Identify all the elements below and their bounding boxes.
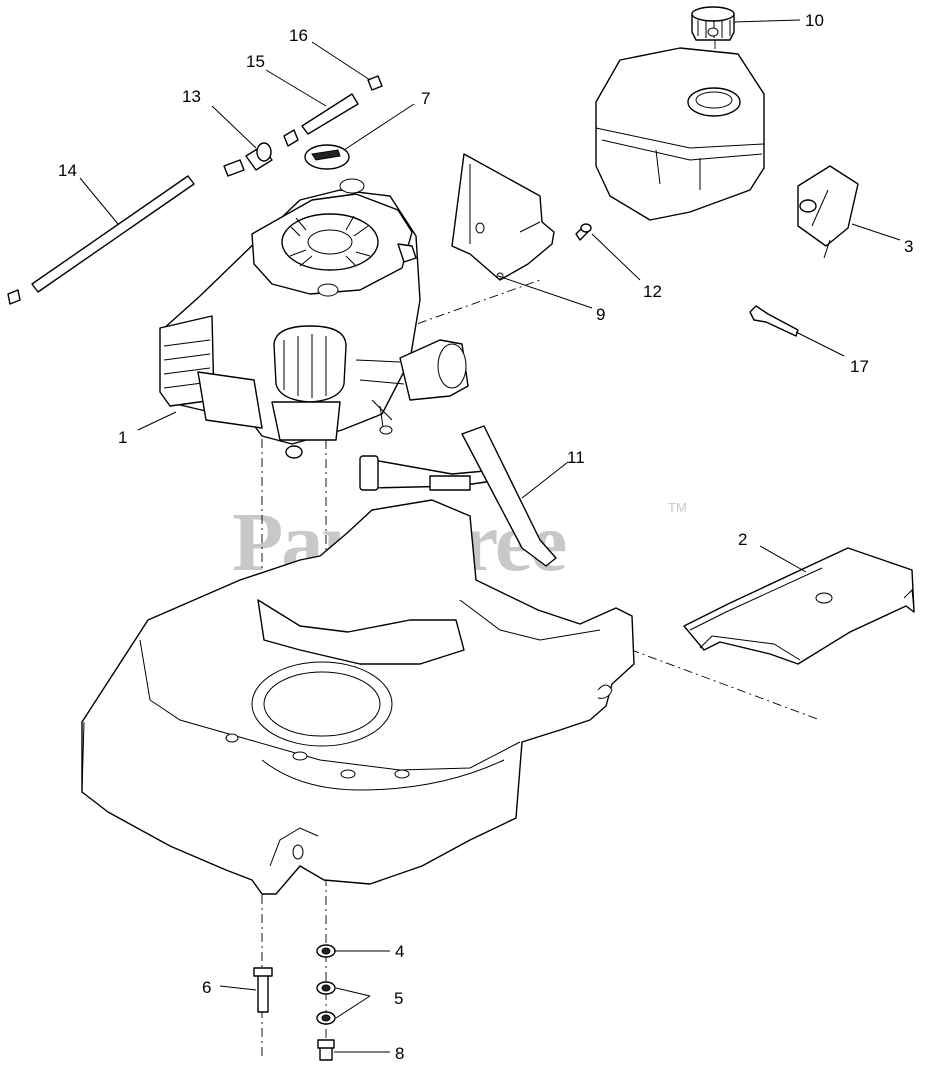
handle-bracket-part: [359, 425, 557, 567]
air-cleaner-cover-part: [304, 144, 350, 170]
fuel-line-assembly: [7, 75, 383, 305]
callout-5: 5: [394, 989, 403, 1008]
callout-4: 4: [395, 942, 404, 961]
screw-part: [575, 223, 592, 241]
cable-tie-part: [749, 305, 799, 337]
callout-2: 2: [738, 530, 747, 549]
shield-bracket-part: [451, 153, 555, 281]
callout-7: 7: [421, 89, 430, 108]
callout-6: 6: [202, 978, 211, 997]
callout-17: 17: [850, 357, 869, 376]
fastener-stack: [253, 944, 336, 1061]
engine-part: [159, 178, 469, 459]
callout-15: 15: [246, 52, 265, 71]
callout-9: 9: [596, 305, 605, 324]
callout-11: 11: [567, 448, 585, 467]
callout-13: 13: [182, 87, 201, 106]
callout-3: 3: [904, 237, 913, 256]
callout-8: 8: [395, 1044, 404, 1063]
leader-lines: [79, 19, 901, 1053]
callout-16: 16: [289, 26, 308, 45]
fuel-tank-part: [595, 47, 765, 221]
fuel-tank-bracket-part: [797, 165, 859, 259]
callout-10: 10: [805, 11, 824, 30]
callout-labels: 1 2 3 4 5 6 7 8 9 10 11 12 13 14 15 16 1…: [58, 11, 913, 1063]
watermark-trademark: TM: [668, 500, 687, 515]
mower-deck-part: [81, 499, 635, 895]
callout-14: 14: [58, 161, 77, 180]
callout-12: 12: [643, 282, 662, 301]
callout-1: 1: [118, 428, 127, 447]
fuel-cap-part: [691, 6, 735, 41]
rear-cover-part: [683, 547, 915, 665]
